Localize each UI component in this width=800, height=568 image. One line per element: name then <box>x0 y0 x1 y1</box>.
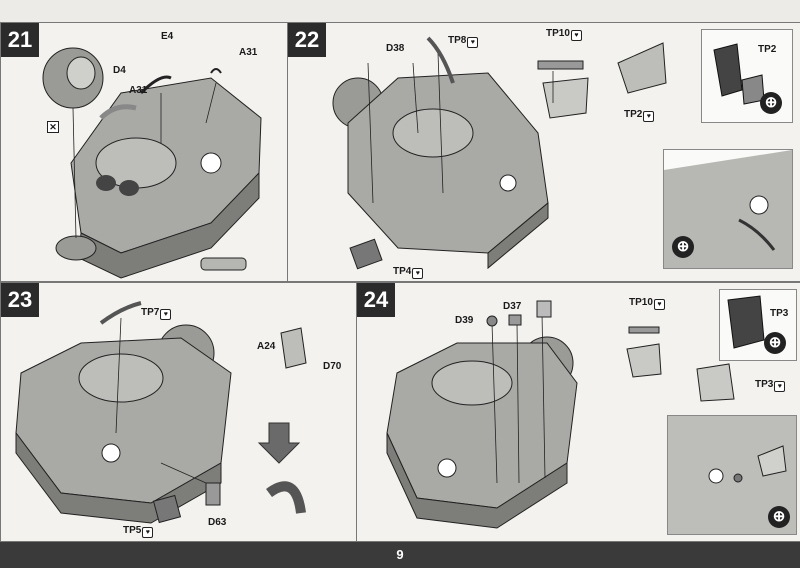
label-tp10: TP10♥ <box>629 297 665 310</box>
tp10-detail-drawing <box>626 326 735 402</box>
tp-part-icon: ♥ <box>774 381 786 392</box>
label-tp4: TP4♥ <box>393 266 424 279</box>
step-24-panel: 24 D39 D37 TP10♥ TP3♥ <box>356 282 800 542</box>
magnify-plus-icon: ⊕ <box>672 236 694 258</box>
tp10-text: TP10 <box>546 28 570 39</box>
label-tp8: TP8♥ <box>448 35 479 48</box>
tp10-detail-box: TP10♥ TP3♥ <box>609 289 795 405</box>
label-d37: D37 <box>503 301 522 312</box>
tp-part-icon: ♥ <box>643 111 655 122</box>
step-21-panel: 21 E4 A31 D4 A31 ✕ <box>0 22 288 282</box>
label-tp10: TP10♥ <box>546 28 582 41</box>
tp4-text: TP4 <box>393 266 412 277</box>
tp2-detail-inset: TP2 ⊕ <box>701 29 793 123</box>
tp3-text: TP3 <box>755 379 774 390</box>
label-a31-top: A31 <box>239 47 258 58</box>
magnify-plus-icon: ⊕ <box>760 92 782 114</box>
detail-view-inset: ⊕ <box>667 415 797 535</box>
tp10-text: TP10 <box>629 297 653 308</box>
tp3-detail-inset: TP3 ⊕ <box>719 289 797 361</box>
tp2-part-drawing <box>713 43 765 105</box>
label-tp2-inset: TP2 <box>758 44 777 55</box>
label-tp3-inset: TP3 <box>770 308 789 319</box>
tp-part-icon: ♥ <box>142 527 154 538</box>
tp3-part-drawing <box>727 295 765 349</box>
step-22-panel: 22 D38 TP8♥ TP10♥ TP2♥ TP4♥ <box>287 22 800 282</box>
label-d63: D63 <box>208 517 227 528</box>
step-22-drawing <box>332 36 667 270</box>
label-a24: A24 <box>257 341 276 352</box>
step-24-drawing <box>386 300 578 529</box>
step-number: 22 <box>288 23 326 57</box>
page-number: 9 <box>396 547 404 562</box>
step-number: 23 <box>1 283 39 317</box>
step-23-drawing <box>15 301 307 524</box>
tp-part-icon: ♥ <box>467 37 479 48</box>
label-tp3-main: TP3♥ <box>755 379 786 392</box>
magnify-plus-icon: ⊕ <box>768 506 790 528</box>
tp-part-icon: ♥ <box>570 30 582 41</box>
label-d4: D4 <box>113 65 126 76</box>
step-23-panel: 23 TP7♥ A24 D70 D63 TP5♥ <box>0 282 357 542</box>
label-tp2-main: TP2♥ <box>624 109 655 122</box>
tp8-text: TP8 <box>448 35 467 46</box>
detail-view-inset: ⊕ <box>663 149 793 269</box>
tp-part-icon: ♥ <box>160 309 172 320</box>
label-d39: D39 <box>455 315 474 326</box>
tp-part-icon: ♥ <box>412 268 424 279</box>
page-footer <box>0 542 800 568</box>
label-d70: D70 <box>323 361 342 372</box>
cement-cross-icon: ✕ <box>47 121 59 133</box>
label-a31-mid: A31 <box>129 85 148 96</box>
step-21-drawing <box>42 47 262 279</box>
step-number: 24 <box>357 283 395 317</box>
tp7-text: TP7 <box>141 307 160 318</box>
tp5-text: TP5 <box>123 525 142 536</box>
tp-part-icon: ♥ <box>653 299 665 310</box>
tp2-text: TP2 <box>624 109 643 120</box>
magnify-plus-icon: ⊕ <box>764 332 786 354</box>
label-e4: E4 <box>161 31 174 42</box>
label-tp7: TP7♥ <box>141 307 172 320</box>
step-number: 21 <box>1 23 39 57</box>
detail-view-drawing <box>668 416 796 534</box>
detail-view-drawing <box>664 150 792 268</box>
label-tp5: TP5♥ <box>123 525 154 538</box>
label-d38: D38 <box>386 43 405 54</box>
